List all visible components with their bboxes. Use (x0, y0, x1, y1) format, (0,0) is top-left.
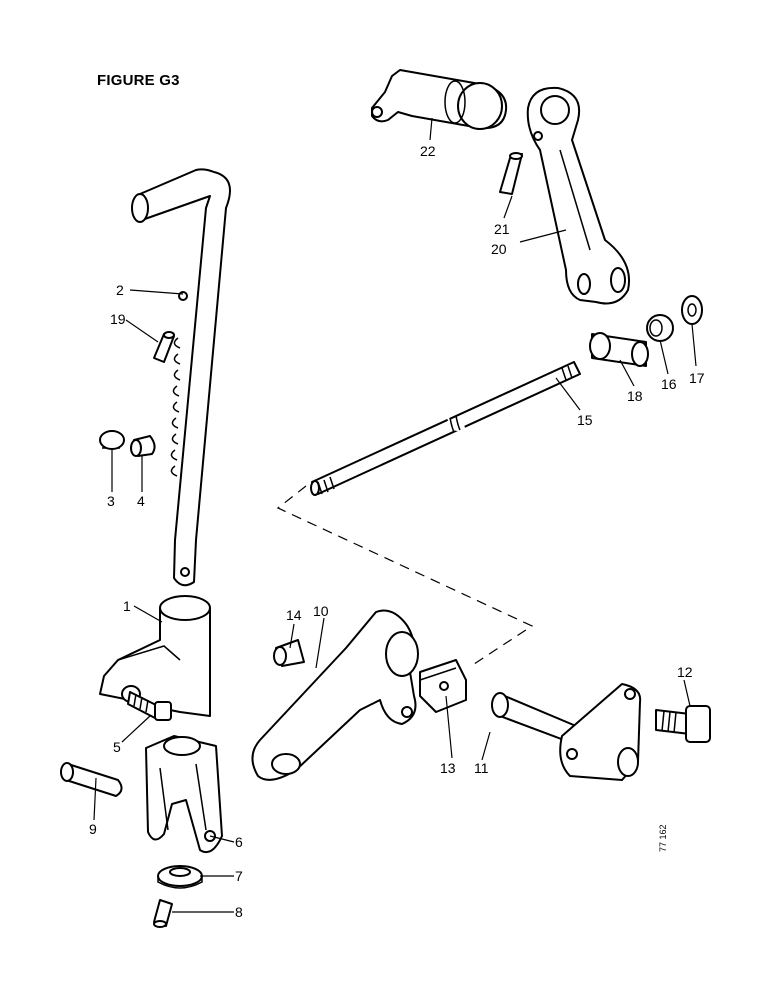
callout-11: 11 (474, 760, 489, 776)
part-6-fork-yoke (145, 735, 223, 854)
part-1-housing-bracket (99, 595, 211, 717)
callout-13: 13 (440, 760, 456, 776)
part-15-threaded-rod (310, 361, 581, 496)
part-2-handle-lever (131, 168, 231, 587)
part-3-spring (99, 430, 125, 450)
part-18-sleeve (589, 332, 649, 367)
callout-17: 17 (689, 370, 705, 386)
callout-1: 1 (123, 598, 131, 614)
part-21-roll-pin (499, 152, 523, 195)
callout-3: 3 (107, 493, 115, 509)
part-13-clevis (419, 659, 467, 713)
callout-labels: 2 19 3 4 1 5 6 7 8 9 14 10 13 11 12 15 1… (89, 143, 705, 920)
leader-lines (93, 117, 697, 913)
callout-4: 4 (137, 493, 145, 509)
part-22-pivot-pin (371, 69, 508, 130)
callout-15: 15 (577, 412, 593, 428)
assembly-dashed-line (276, 485, 534, 665)
callout-14: 14 (286, 607, 302, 623)
part-10-bell-crank (251, 609, 419, 781)
callout-12: 12 (677, 664, 693, 680)
part-14-pin (273, 639, 305, 667)
callout-20: 20 (491, 241, 507, 257)
callout-2: 2 (116, 282, 124, 298)
part-7-washer (157, 865, 203, 889)
part-12-bolt (655, 705, 711, 743)
callout-6: 6 (235, 834, 243, 850)
callout-21: 21 (494, 221, 510, 237)
callout-8: 8 (235, 904, 243, 920)
part-19-pin (153, 331, 175, 363)
callout-10: 10 (313, 603, 329, 619)
part-9-pin (60, 762, 123, 797)
callout-9: 9 (89, 821, 97, 837)
callout-22: 22 (420, 143, 436, 159)
part-16-bushing (646, 314, 674, 342)
part-4-plunger (130, 435, 156, 457)
part-17-washer (681, 295, 703, 325)
part-5-bolt (127, 691, 172, 721)
part-11-cross-shaft-plate (491, 683, 642, 781)
callout-18: 18 (627, 388, 643, 404)
part-20-lift-arm (526, 86, 630, 305)
part-8-pin (153, 899, 173, 928)
callout-16: 16 (661, 376, 677, 392)
callout-19: 19 (110, 311, 126, 327)
figure-title: FIGURE G3 (97, 72, 180, 89)
callout-7: 7 (235, 868, 243, 884)
callout-5: 5 (113, 739, 121, 755)
